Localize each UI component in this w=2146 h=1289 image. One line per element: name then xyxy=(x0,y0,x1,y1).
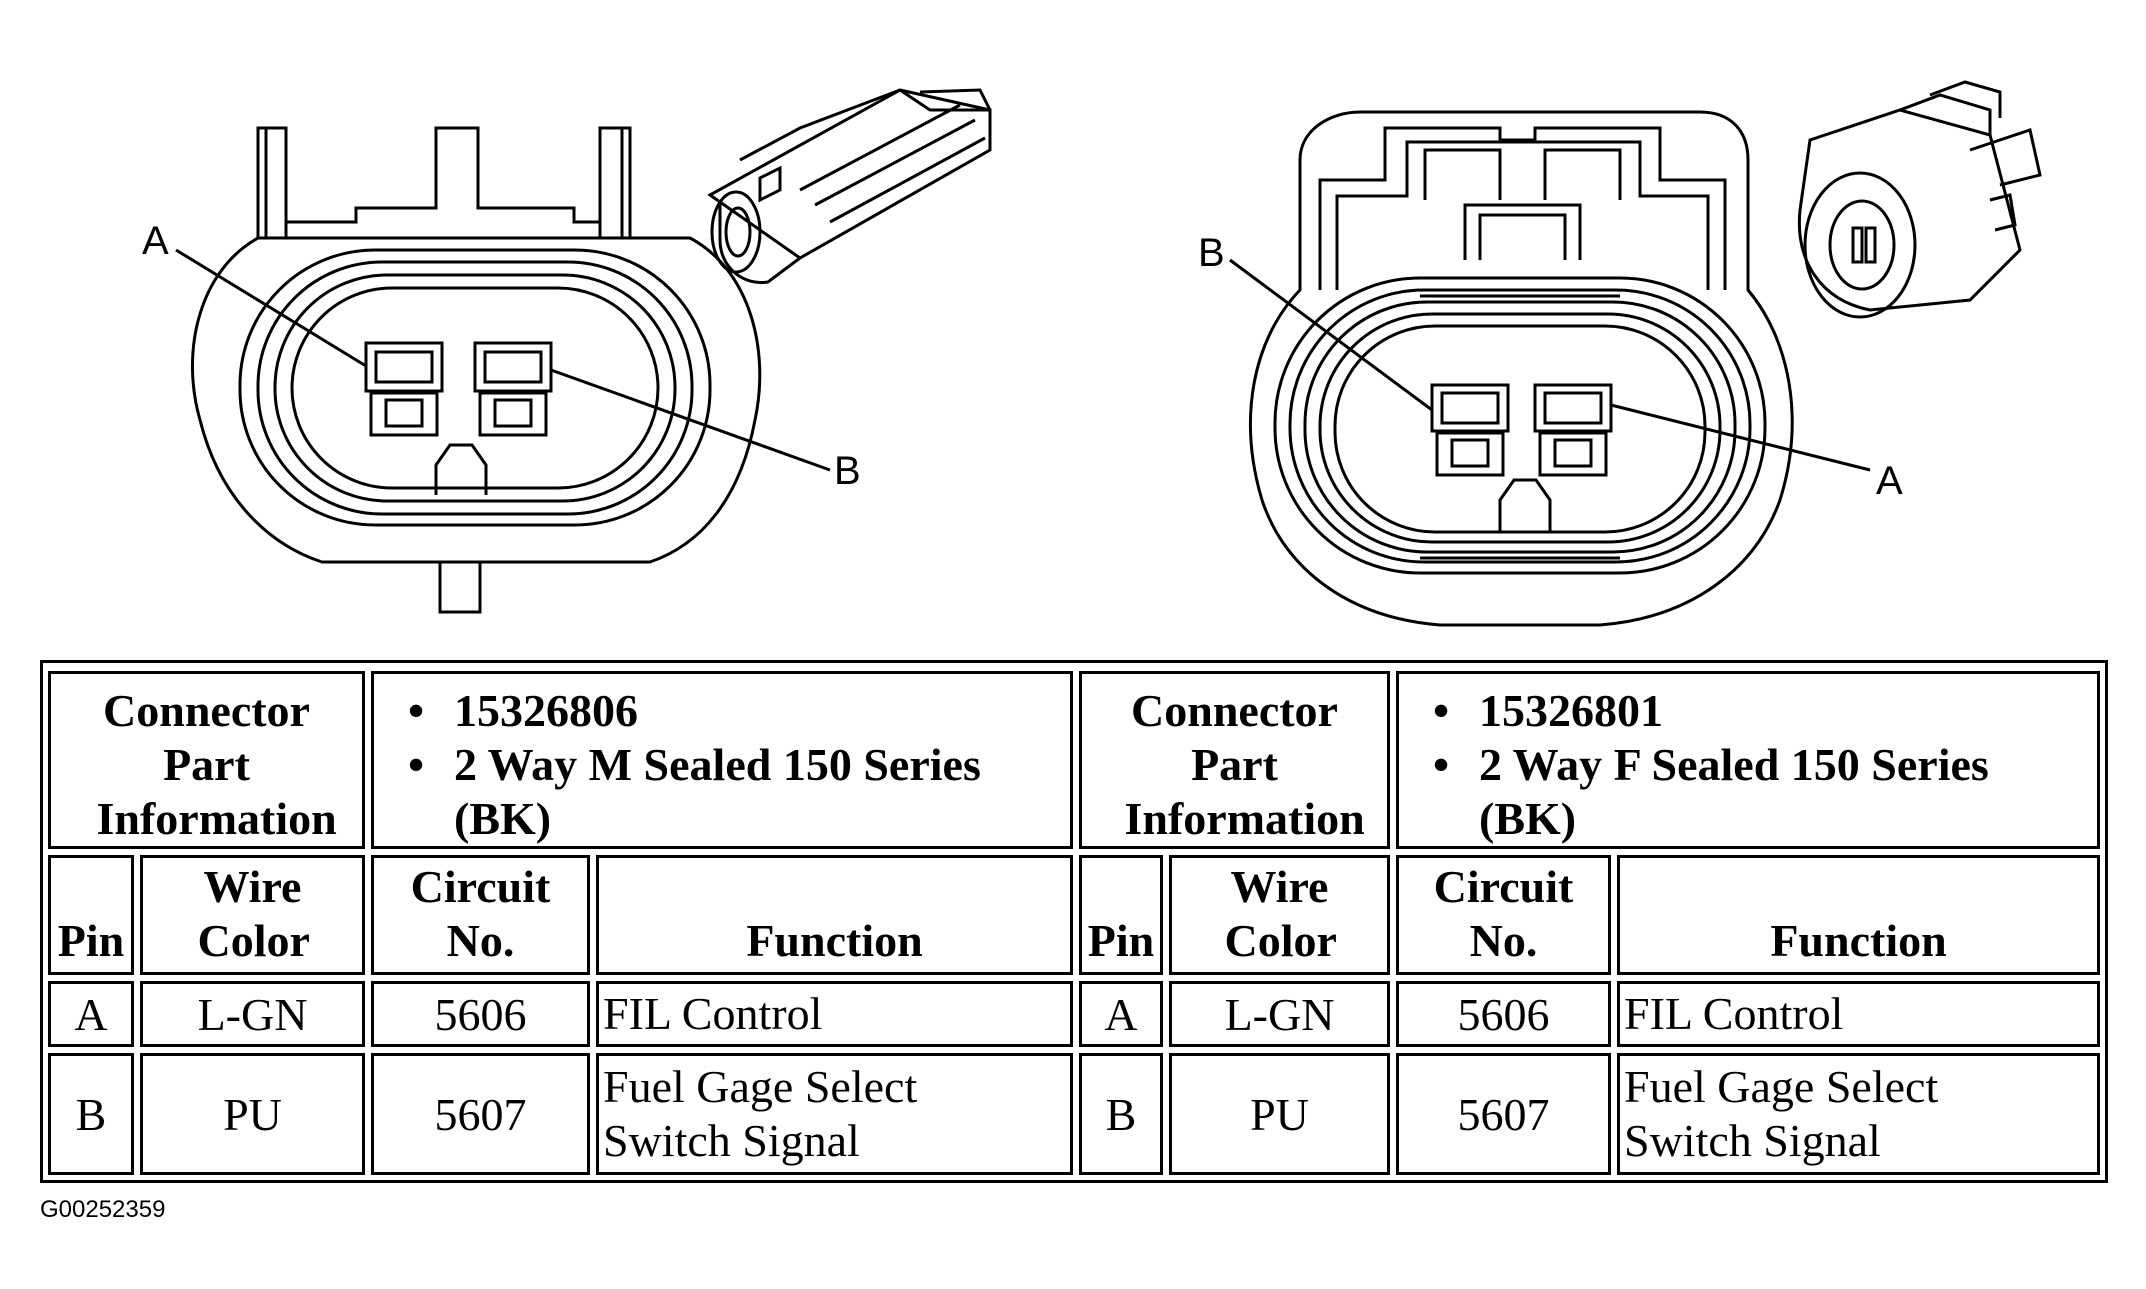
left-row-b-function: Fuel Gage Select Switch Signal xyxy=(596,1053,1073,1175)
left-part-info-value: 15326806 2 Way M Sealed 150 Series (BK) xyxy=(371,671,1073,849)
left-part-info-header: Connector Part Information xyxy=(48,671,365,849)
right-row-a-circuit: 5606 xyxy=(1396,981,1611,1047)
left-row-b-pin: B xyxy=(48,1053,134,1175)
connector-drawings: A B B A xyxy=(142,80,2042,627)
left-pin-label-a: A xyxy=(142,219,169,263)
right-col-function: Function xyxy=(1617,855,2100,975)
right-part-list: 15326801 2 Way F Sealed 150 Series (BK) xyxy=(1399,684,2097,846)
left-col-function: Function xyxy=(596,855,1073,975)
right-pin-label-a: A xyxy=(1876,459,1903,503)
right-connector-face xyxy=(1249,110,1794,627)
left-part-list: 15326806 2 Way M Sealed 150 Series (BK) xyxy=(374,684,1070,846)
right-row-a-wire-color: L-GN xyxy=(1169,981,1390,1047)
left-row-a-circuit: 5606 xyxy=(371,981,590,1047)
left-part-description: 2 Way M Sealed 150 Series (BK) xyxy=(408,738,1070,846)
right-row-a-function: FIL Control xyxy=(1617,981,2100,1047)
right-row-b-wire-color: PU xyxy=(1169,1053,1390,1175)
right-row-b-function: Fuel Gage Select Switch Signal xyxy=(1617,1053,2100,1175)
right-row-b-pin: B xyxy=(1079,1053,1163,1175)
left-col-pin: Pin xyxy=(48,855,134,975)
figure-id: G00252359 xyxy=(40,1196,166,1223)
right-pin-label-b: B xyxy=(1198,231,1225,275)
left-part-number: 15326806 xyxy=(408,684,1070,738)
left-col-circuit: Circuit No. xyxy=(371,855,590,975)
right-col-circuit: Circuit No. xyxy=(1396,855,1611,975)
right-part-description: 2 Way F Sealed 150 Series (BK) xyxy=(1433,738,2097,846)
female-connector-iso-icon xyxy=(1797,80,2042,319)
left-row-b-circuit: 5607 xyxy=(371,1053,590,1175)
left-connector-face xyxy=(190,126,762,614)
connector-table: Connector Part Information 15326806 2 Wa… xyxy=(40,660,2108,1183)
right-col-pin: Pin xyxy=(1079,855,1163,975)
right-row-a-pin: A xyxy=(1079,981,1163,1047)
right-col-wire-color: Wire Color xyxy=(1169,855,1390,975)
left-row-a-function: FIL Control xyxy=(596,981,1073,1047)
right-part-number: 15326801 xyxy=(1433,684,2097,738)
male-connector-iso-icon xyxy=(707,88,992,285)
right-part-info-header: Connector Part Information xyxy=(1079,671,1390,849)
left-row-b-wire-color: PU xyxy=(140,1053,365,1175)
left-pin-label-b: B xyxy=(834,449,861,493)
right-part-info-value: 15326801 2 Way F Sealed 150 Series (BK) xyxy=(1396,671,2100,849)
left-col-wire-color: Wire Color xyxy=(140,855,365,975)
left-row-a-wire-color: L-GN xyxy=(140,981,365,1047)
right-row-b-circuit: 5607 xyxy=(1396,1053,1611,1175)
left-row-a-pin: A xyxy=(48,981,134,1047)
